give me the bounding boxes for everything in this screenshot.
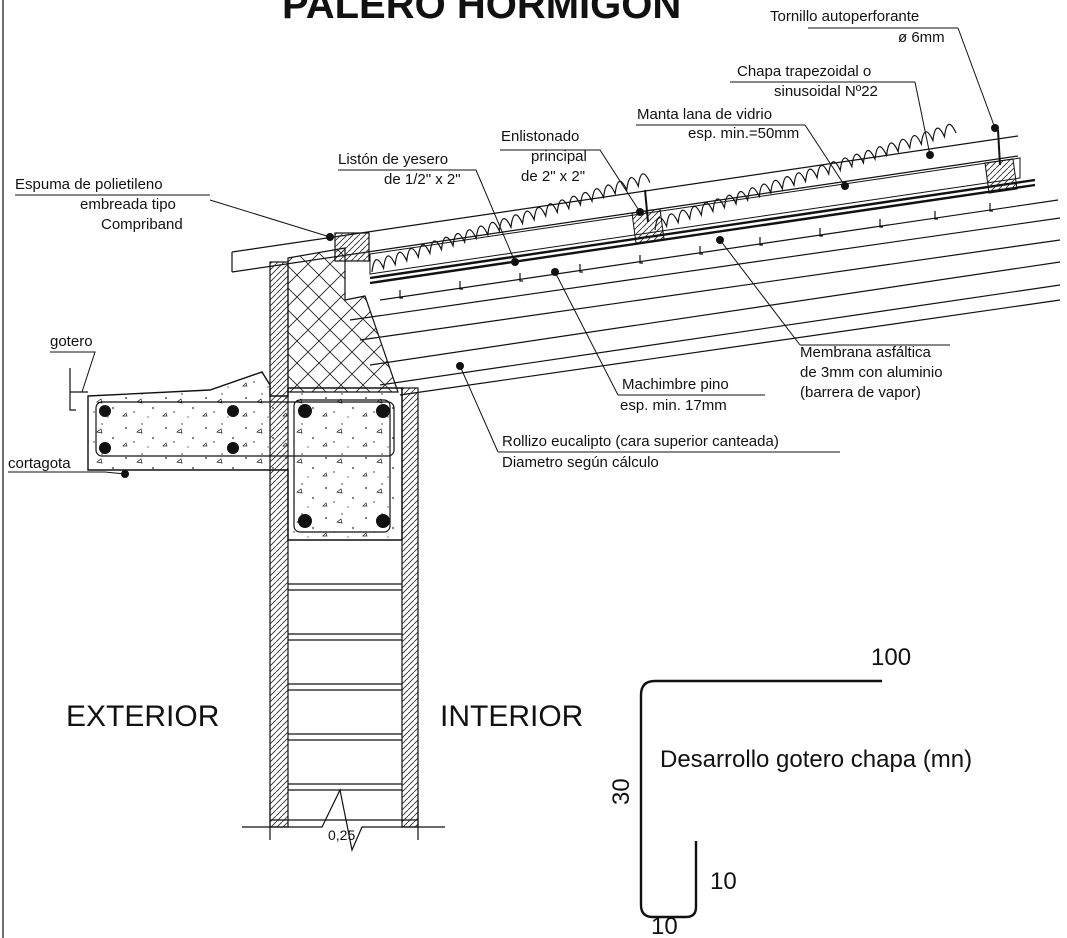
label-exterior: EXTERIOR — [66, 700, 219, 733]
rebar — [99, 404, 390, 528]
batten — [631, 208, 665, 244]
label-foam-2: embreada tipo — [80, 196, 176, 213]
label-lath-2: de 1/2" x 2" — [384, 171, 461, 188]
concrete-beam — [69, 368, 403, 541]
label-lath-1: Listón de yesero — [338, 151, 448, 168]
detail-caption: Desarrollo gotero chapa (mn) — [660, 746, 972, 773]
wall-structure — [242, 232, 445, 852]
label-boards-2: esp. min. 17mm — [620, 397, 727, 414]
label-interior: INTERIOR — [440, 700, 583, 733]
label-screw-2: ø 6mm — [898, 29, 945, 46]
label-batten-1: Enlistonado — [501, 128, 579, 145]
label-membrane-2: de 3mm con aluminio — [800, 364, 943, 381]
drawing-title: PALERO HORMIGON — [282, 0, 681, 27]
label-foam-3: Compriband — [101, 216, 183, 233]
label-wool-2: esp. min.=50mm — [688, 125, 799, 142]
roof-layers — [231, 123, 1061, 396]
label-boards-1: Machimbre pino — [622, 376, 729, 393]
label-drip: gotero — [50, 333, 93, 350]
dim-side: 30 — [608, 778, 635, 805]
label-log-1: Rollizo eucalipto (cara superior cantead… — [502, 433, 779, 450]
label-sheet-1: Chapa trapezoidal o — [737, 63, 871, 80]
asphalt-membrane — [369, 178, 1036, 285]
wall-thickness-dim: 0,25 — [328, 827, 355, 843]
label-membrane-1: Membrana asfáltica — [800, 344, 932, 361]
dim-bottom: 10 — [651, 913, 678, 938]
eucalyptus-log — [349, 217, 1061, 396]
label-drip-edge: cortagota — [8, 455, 71, 472]
label-screw-1: Tornillo autoperforante — [770, 8, 919, 25]
drip-development-detail: 100 30 10 10 Desarrollo gotero chapa (mn… — [608, 644, 972, 938]
drip-flashing — [69, 368, 88, 411]
dim-return: 10 — [710, 868, 737, 895]
dim-top: 100 — [871, 644, 911, 671]
batten — [984, 158, 1018, 194]
label-foam-1: Espuma de polietileno — [15, 176, 163, 193]
label-batten-3: de 2" x 2" — [521, 168, 585, 185]
foam-seal — [334, 232, 370, 262]
label-sheet-2: sinusoidal Nº22 — [774, 83, 878, 100]
label-log-2: Diametro según cálculo — [502, 454, 659, 471]
label-wool-1: Manta lana de vidrio — [637, 106, 772, 123]
label-batten-2: principal — [531, 148, 587, 165]
label-membrane-3: (barrera de vapor) — [800, 384, 921, 401]
